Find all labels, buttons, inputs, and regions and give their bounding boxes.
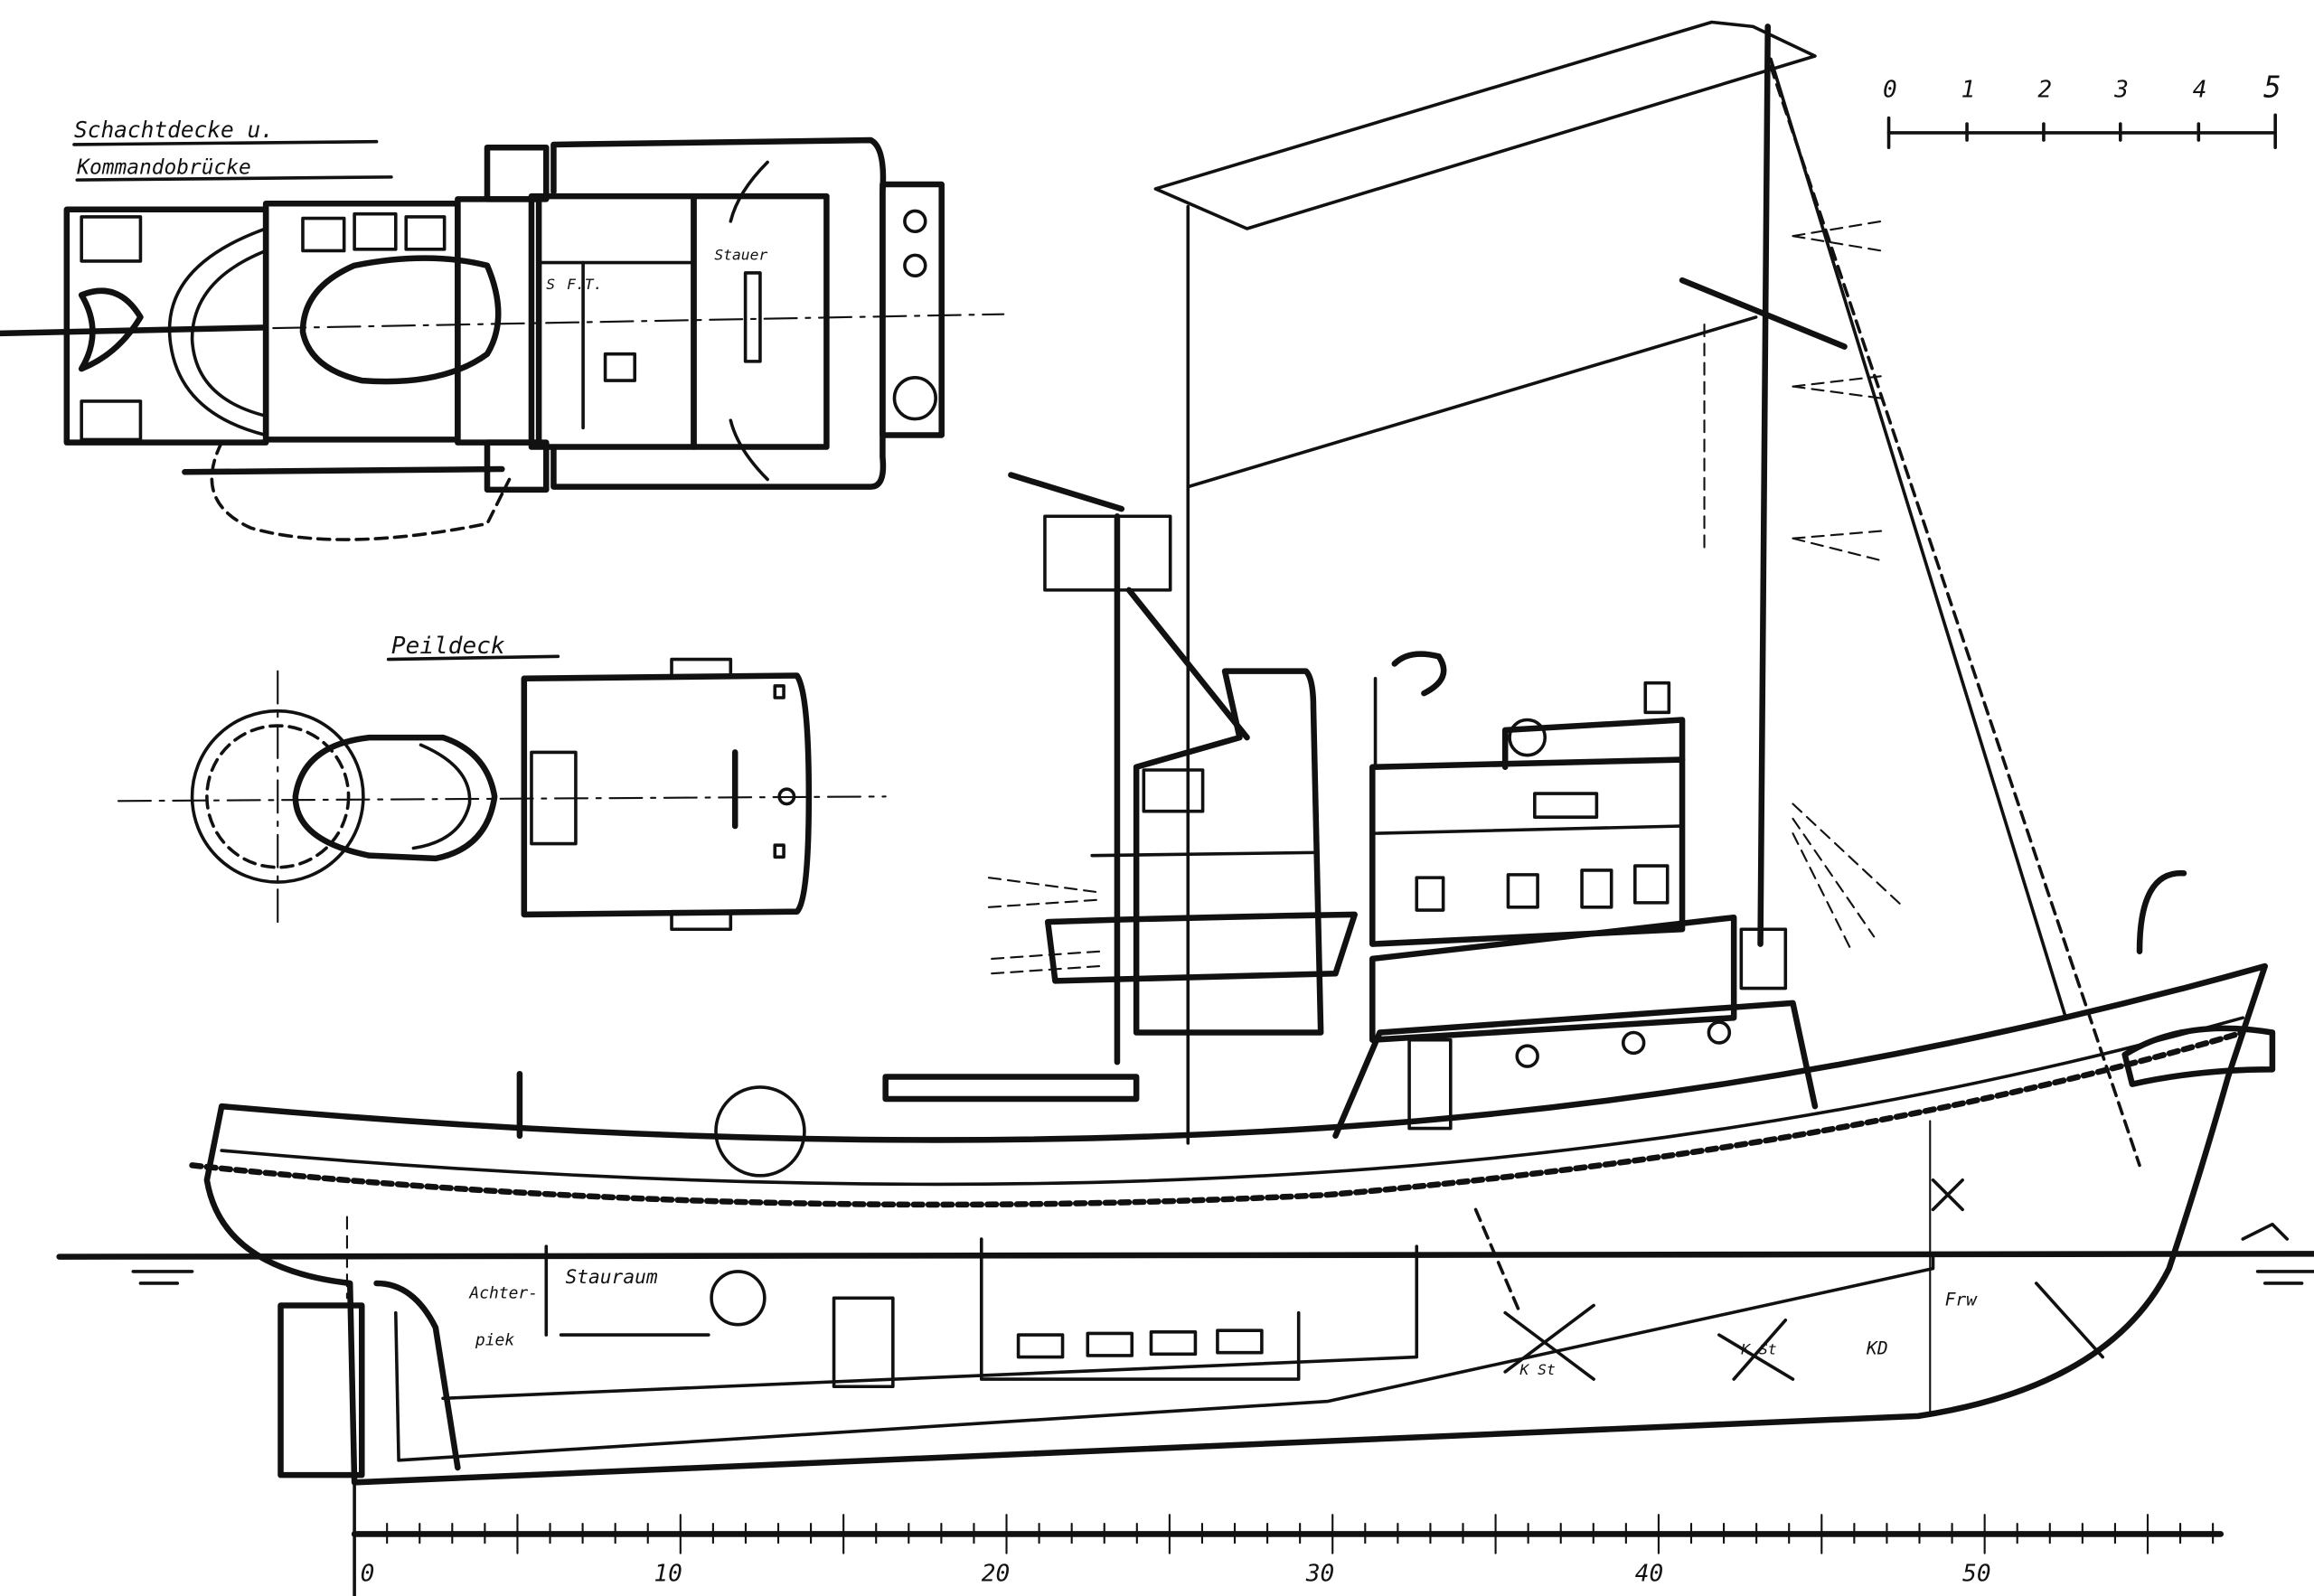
label-s: S [546,276,555,293]
upper-plan-title-line1: Schachtdecke u. [74,117,274,143]
label-stauer: Stauer [714,246,767,263]
label-frw: Frw [1945,1289,1979,1310]
frame-tick-40: 40 [1635,1561,1663,1588]
scale-tick-4: 4 [2193,77,2207,104]
label-ft: F.T. [567,276,602,293]
hull-outline [203,962,2269,1486]
scale-tick-1: 1 [1961,77,1976,104]
frame-tick-0: 0 [361,1561,375,1588]
frame-tick-20: 20 [982,1561,1010,1588]
label-stauraum: Stauraum [566,1266,658,1289]
scale-tick-5: 5 [2263,70,2281,105]
scale-tick-3: 3 [2113,77,2129,104]
label-kst-2: K St [1740,1340,1776,1357]
frame-tick-50: 50 [1962,1561,1990,1588]
scale-tick-2: 2 [2037,77,2052,104]
frame-scale: 0 10 20 30 40 50 [351,1480,2225,1596]
scale-bar: 0 1 2 3 4 5 [1883,70,2281,150]
frame-tick-10: 10 [654,1561,682,1588]
label-kst-1: K St [1519,1361,1556,1378]
frame-tick-30: 30 [1305,1561,1334,1588]
label-kd: KD [1866,1338,1888,1358]
upper-plan-title-line2: Kommandobrücke [76,156,251,180]
side-profile: Achter- piek Stauraum Frw K St K St KD [56,20,2314,1486]
label-achterpiek-1: Achter- [468,1283,538,1302]
peildeck-plan: Peildeck [117,633,887,932]
label-achterpiek-2: piek [475,1331,514,1350]
peildeck-title: Peildeck [391,633,505,660]
scale-tick-0: 0 [1883,77,1897,104]
upper-deck-plan: Schachtdecke u. Kommandobrücke S F.T. St… [0,117,1005,541]
